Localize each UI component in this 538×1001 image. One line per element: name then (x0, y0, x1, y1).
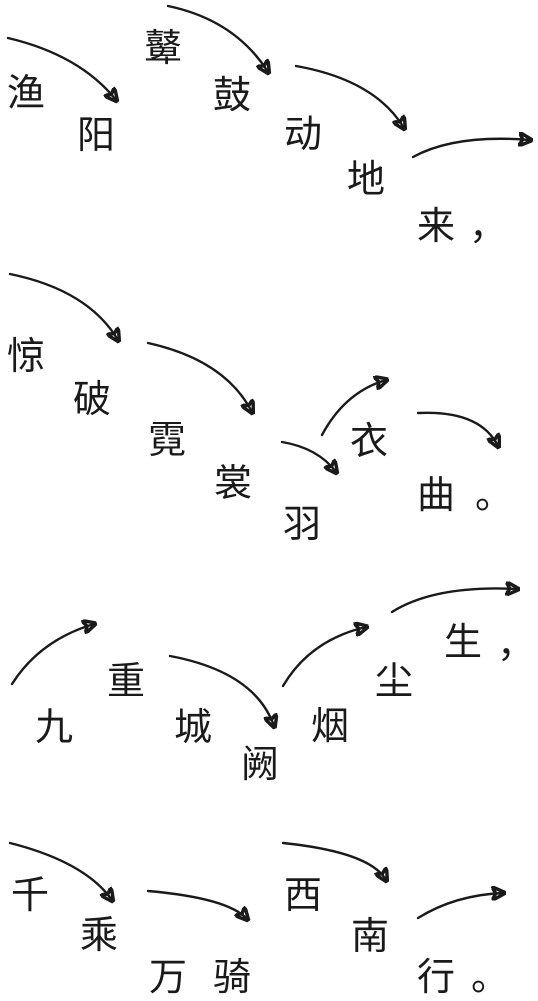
poem-char: 生 (443, 620, 482, 664)
arrow-right-curve-icon (320, 380, 386, 437)
poem-char: 千 (10, 873, 49, 917)
poem-char: 烟 (310, 704, 349, 748)
arrow-right-curve-icon (416, 411, 498, 446)
arrow-right-curve-icon (8, 272, 118, 340)
poem-char: 渔 (6, 71, 45, 115)
arrow-right-curve-icon (390, 588, 517, 614)
arrow-right-curve-icon (146, 889, 247, 919)
poem-char: 南 (350, 914, 389, 958)
poem-punct: 。 (470, 955, 509, 999)
poem-char: 动 (283, 112, 322, 156)
poem-char: 惊 (6, 334, 45, 378)
poem-char: 乘 (79, 913, 118, 957)
arrow-right-curve-icon (281, 627, 366, 688)
poem-char: 九 (34, 705, 73, 749)
poem-char: 万 (148, 955, 187, 999)
poem-char: 羽 (282, 502, 321, 546)
poem-punct: ， (496, 622, 535, 666)
poem-punct: ， (468, 204, 507, 248)
poem-char: 尘 (374, 659, 413, 703)
poem-char: 阳 (76, 113, 115, 157)
arrow-right-curve-icon (281, 841, 386, 880)
poem-char: 衣 (349, 419, 388, 463)
arrow-right-curve-icon (146, 341, 252, 412)
poem-char: 城 (173, 705, 212, 749)
poem-char: 骑 (212, 955, 251, 999)
poem-char: 破 (72, 377, 111, 421)
poem-char: 行 (416, 955, 455, 999)
poem-punct: 。 (474, 473, 513, 517)
poem-char: 曲 (416, 473, 455, 517)
poem-char: 裳 (213, 461, 252, 505)
poem-char: 霓 (147, 418, 186, 462)
arrow-right-curve-icon (416, 893, 503, 920)
poem-char: 来 (416, 204, 455, 248)
arrow-right-curve-icon (10, 624, 94, 686)
poem-char: 地 (346, 157, 385, 201)
poem-char: 鼓 (212, 73, 251, 117)
poem-char: 阙 (240, 742, 279, 786)
arrow-right-curve-icon (6, 36, 116, 100)
arrow-right-curve-icon (280, 440, 336, 472)
arrow-right-curve-icon (8, 841, 112, 900)
arrow-right-curve-icon (411, 139, 530, 159)
poem-char: 重 (106, 659, 145, 703)
arrow-right-curve-icon (166, 4, 268, 72)
arrow-right-curve-icon (168, 654, 274, 726)
arrow-right-curve-icon (294, 64, 404, 128)
poem-char: 西 (283, 873, 322, 917)
poem-char: 鼙 (143, 26, 182, 70)
